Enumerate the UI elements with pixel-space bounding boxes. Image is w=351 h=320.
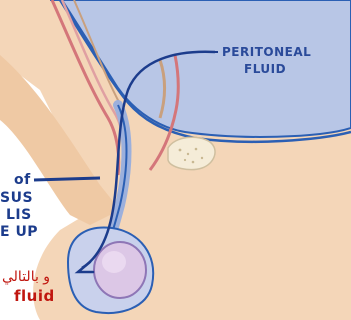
left-leader-line [34,178,100,180]
testis-highlight [102,251,126,273]
arabic-annotation: و بالتالي [2,269,50,285]
left-label-line3: LIS [6,207,32,223]
peritoneal-fluid-label-line2: FLUID [244,62,286,76]
bone-fragment [168,137,215,169]
left-label-line2: SUS [0,190,33,206]
peritoneal-fluid-label-line1: PERITONEAL [222,45,311,59]
left-label-line1: of [14,172,31,188]
fluid-annotation: fluid [14,287,55,305]
left-label-line4: E UP [0,224,38,240]
